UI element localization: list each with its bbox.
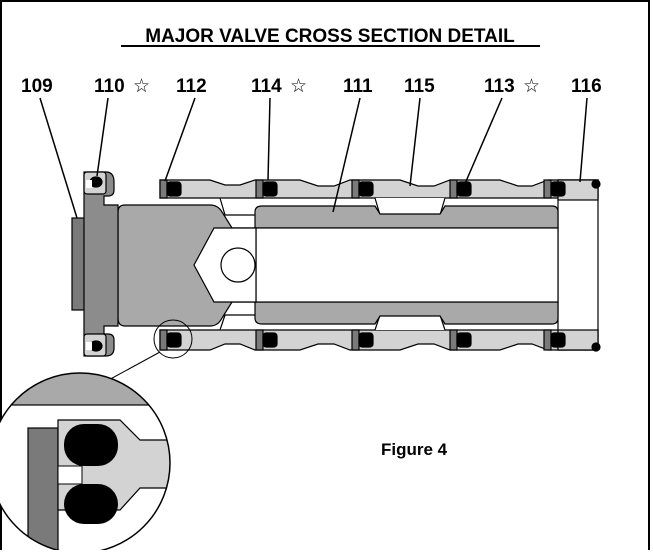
valve-piston-body	[117, 204, 257, 327]
leader-lines	[39, 97, 588, 219]
callout-116-number: 116	[571, 76, 602, 97]
detail-callout	[0, 319, 193, 554]
detail-leader	[104, 351, 161, 383]
callout-113-number: 113	[484, 76, 515, 97]
seal-glands	[159, 179, 601, 352]
callout-115-number: 115	[404, 76, 435, 97]
callout-112-number: 112	[176, 76, 207, 97]
callout-113-star-icon: ☆	[523, 76, 540, 97]
callout-110-star-icon: ☆	[133, 76, 150, 97]
callout-110-number: 110	[94, 76, 125, 97]
callout-114-number: 114	[251, 76, 282, 97]
callout-114-star-icon: ☆	[290, 76, 307, 97]
callout-111-number: 111	[343, 76, 373, 97]
figure-label: Figure 4	[381, 440, 448, 459]
diagram-title: MAJOR VALVE CROSS SECTION DETAIL	[145, 26, 515, 47]
valve-spool-111	[254, 205, 559, 325]
end-plate-109	[71, 171, 119, 357]
detail-magnified-view	[0, 373, 170, 550]
detail-marker-circle	[153, 319, 193, 359]
callout-109-number: 109	[21, 76, 53, 97]
